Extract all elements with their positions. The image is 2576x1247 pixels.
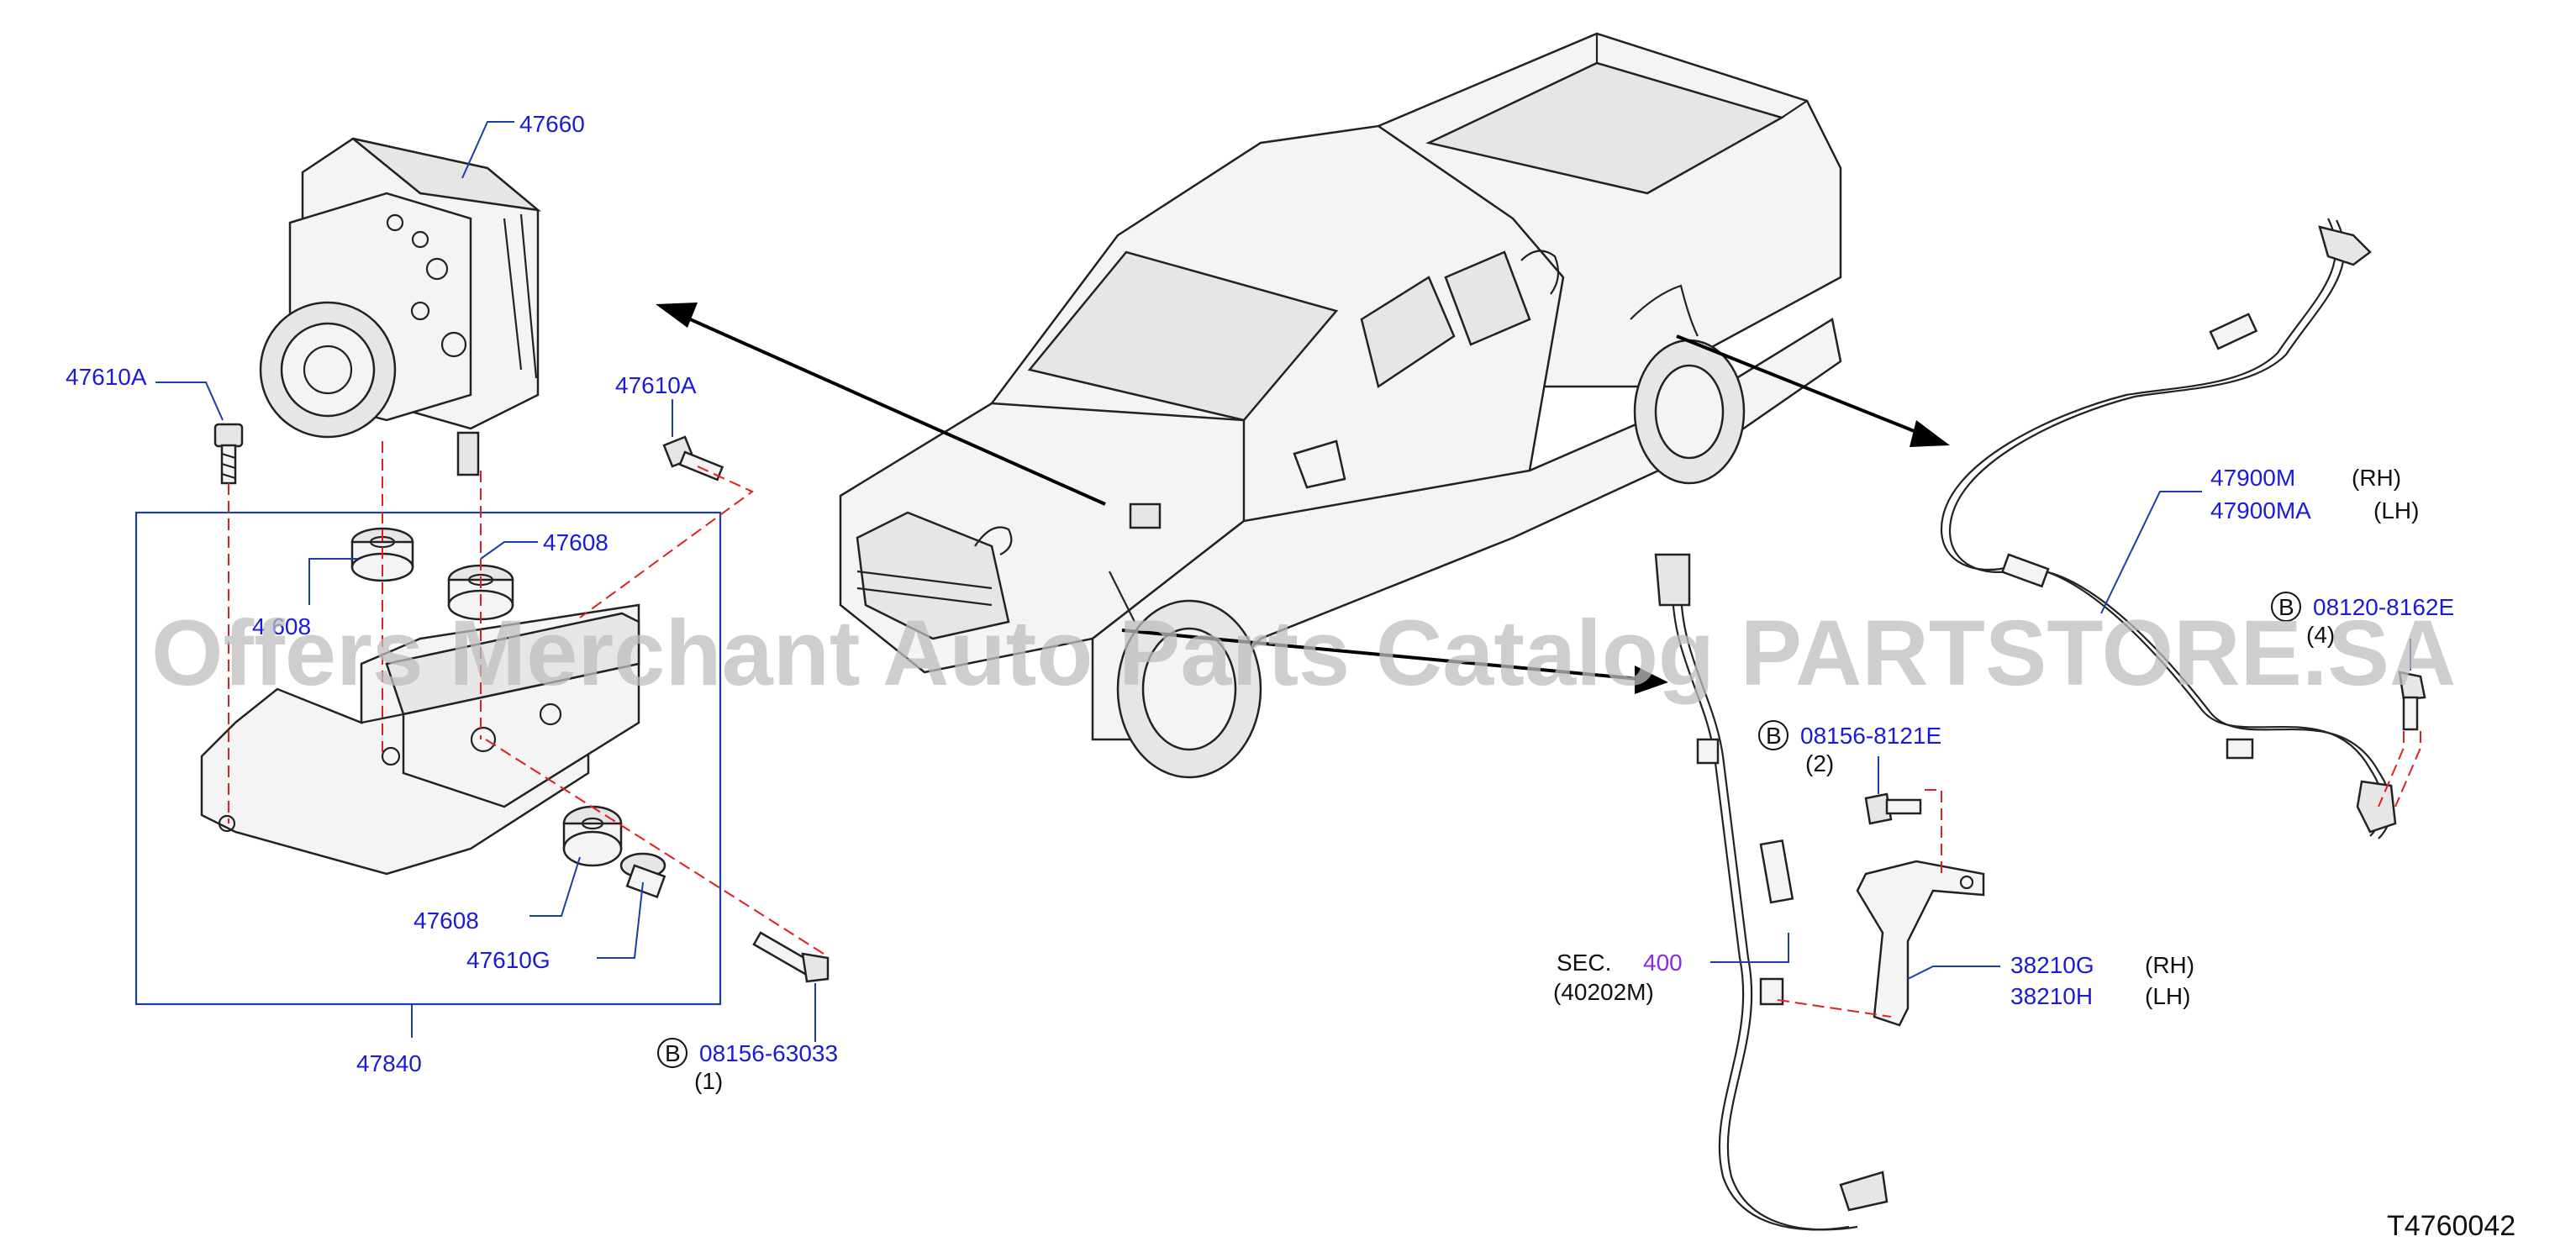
leader-47900m — [2100, 491, 2202, 614]
label-47900ma: 47900MA — [2210, 497, 2311, 524]
watermark: Offers Merchant Auto Parts Catalog PARTS… — [151, 602, 2456, 705]
centerline-rear-1 — [2378, 731, 2405, 808]
label-08120-8162e: 08120-8162E — [2313, 594, 2454, 620]
label-47608-upper: 47608 — [543, 529, 608, 555]
leader-sec-400 — [1710, 933, 1789, 963]
sec-number: 400 — [1643, 950, 1683, 976]
label-47610a-left: 47610A — [66, 364, 147, 390]
abs-bracket[interactable] — [200, 603, 640, 876]
label-47608-lower: 47608 — [414, 908, 479, 934]
b-marker-front-text: B — [1766, 723, 1782, 749]
bolt-08120-8162e[interactable] — [2398, 671, 2426, 731]
collar-47610g[interactable] — [619, 852, 666, 899]
leader-47608-left — [308, 558, 357, 605]
leader-47608-upper — [480, 541, 538, 560]
qty-08156-63033: (1) — [694, 1068, 723, 1094]
sec-prefix: SEC. — [1557, 950, 1611, 976]
front-wheel-sensor[interactable] — [1654, 553, 1889, 1231]
bolt-47610a-right[interactable] — [662, 435, 724, 481]
sec-sub: (40202M) — [1553, 979, 1654, 1005]
label-38210g: 38210G — [2010, 952, 2094, 978]
centerline-front-bracket — [1925, 789, 1942, 874]
pickup-truck — [839, 32, 1842, 779]
centerline-front-sensor — [1777, 999, 1892, 1018]
label-47610a-right: 47610A — [615, 372, 697, 398]
label-38210h: 38210H — [2010, 983, 2093, 1009]
centerline-4 — [579, 466, 754, 618]
side-38210g: (RH) — [2145, 952, 2194, 978]
bracket-assy-frame — [134, 511, 722, 1006]
qty-08120-8162e: (4) — [2306, 622, 2335, 648]
label-08156-63033: 08156-63033 — [699, 1040, 838, 1066]
leader-47610a-left — [155, 381, 224, 421]
bolt-47610a-left[interactable] — [213, 423, 244, 485]
diagram-id: T4760042 — [2387, 1210, 2515, 1242]
b-marker-front — [1758, 720, 1788, 750]
label-08156-8121e: 08156-8121E — [1800, 723, 1941, 749]
bolt-08156-63033[interactable] — [752, 931, 830, 983]
label-47660: 47660 — [519, 111, 585, 137]
leader-38210 — [1907, 966, 2000, 980]
leader-47608-lower — [529, 856, 581, 917]
bushing-47608-lower[interactable] — [562, 805, 623, 867]
abs-actuator[interactable] — [259, 137, 542, 476]
b-marker-bottom-text: B — [665, 1040, 681, 1066]
qty-08156-8121e: (2) — [1805, 750, 1834, 776]
leader-47610g — [597, 881, 644, 959]
label-47610g: 47610G — [466, 947, 550, 973]
b-marker-rear-text: B — [2278, 594, 2294, 620]
centerline-rear-2 — [2394, 731, 2421, 808]
b-marker-rear — [2271, 592, 2301, 622]
side-47900ma: (LH) — [2373, 497, 2419, 524]
label-47608-left: 4 608 — [252, 613, 311, 639]
label-47900m: 47900M — [2210, 465, 2295, 491]
front-sensor-bracket[interactable] — [1856, 860, 1985, 1027]
leader-47660 — [461, 121, 514, 179]
label-47840: 47840 — [356, 1050, 422, 1076]
side-38210h: (LH) — [2145, 983, 2190, 1009]
centerline-5 — [485, 739, 824, 955]
rear-wheel-sensor[interactable] — [1940, 218, 2397, 839]
bolt-08156-8121e[interactable] — [1864, 792, 1922, 825]
arrows — [656, 303, 1950, 694]
side-47900m: (RH) — [2352, 465, 2401, 491]
b-marker-bottom — [657, 1038, 687, 1068]
